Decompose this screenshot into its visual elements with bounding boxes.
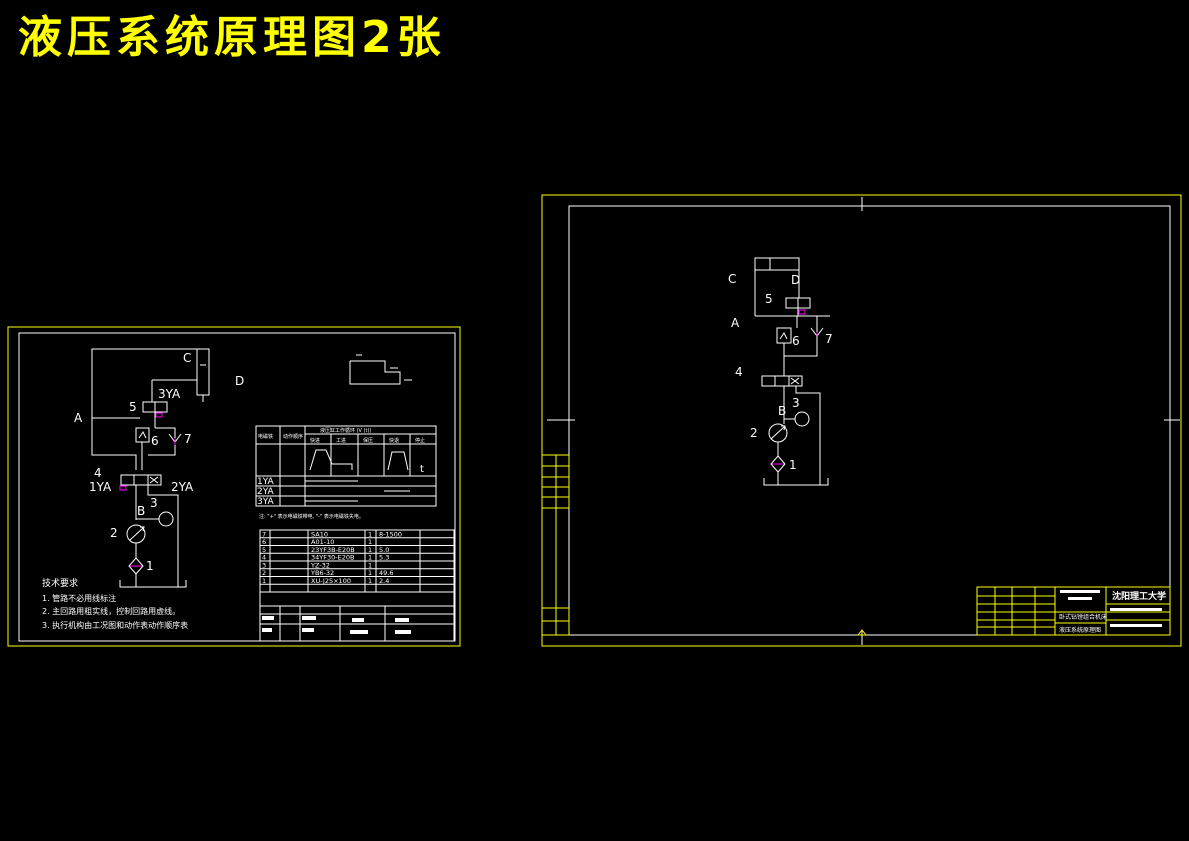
sheet-2-valve-6 (776, 327, 792, 344)
part-qty: 1 (368, 577, 372, 585)
sheet-2-machine: 卧式钻镗组合机床 (1059, 613, 1107, 621)
part-qty: 1 (368, 530, 372, 538)
sheet-1-label-b: B (137, 504, 145, 518)
cycle-table-header-cycle: 液压缸工作循环 (V (t)) (320, 427, 371, 434)
sheet-1-outer-frame (7, 326, 461, 647)
part-qty: 1 (368, 569, 372, 577)
part-no: 3 (262, 561, 266, 569)
cycle-phase: 快退 (389, 437, 399, 444)
note-item: 3. 执行机构由工况图和动作表动作顺序表 (42, 620, 188, 630)
sheet-1-label-2: 2 (110, 526, 118, 540)
sheet-1-valve-4 (120, 474, 162, 486)
sheet-2-label-2: 2 (750, 426, 758, 440)
part-no: 4 (262, 554, 266, 562)
sheet-1-label-d: D (235, 374, 244, 388)
part-spec: XU-J25×100 (311, 577, 351, 585)
sheet-2-valve-4 (761, 375, 803, 387)
part-no: 1 (262, 577, 266, 585)
sheet-2-label-c: C (728, 272, 736, 286)
cycle-table-header-seq: 动作顺序 (283, 433, 303, 440)
sheet-1-fixture-sketch (349, 354, 412, 385)
sheet-2-label-7: 7 (825, 332, 833, 346)
sheet-2-title-block: 沈阳理工大学 卧式钻镗组合机床 液压系统原理图 (976, 586, 1171, 636)
sheet-1-label-4: 4 (94, 466, 102, 480)
sheet-2-label-4: 4 (735, 365, 743, 379)
cycle-row-2ya: 2YA (257, 487, 275, 497)
sheet-2-label-3: 3 (792, 396, 800, 410)
part-spec: YZ-32 (310, 561, 330, 569)
sheet-1-label-5: 5 (129, 400, 137, 414)
cycle-phase: 保压 (363, 437, 373, 444)
sheet-1-label-1: 1 (146, 559, 154, 573)
sheet-2-inner-frame (568, 205, 1171, 636)
sheet-1: C D A B 1 2 3 4 5 6 7 1YA 2YA 3YA (7, 326, 461, 647)
sheet-2: C D A B 1 2 3 4 5 6 7 (541, 194, 1182, 647)
sheet-1-title-block (259, 591, 455, 642)
part-note: 5.3 (379, 554, 389, 562)
cycle-table-footnote: 注: "+" 表示电磁铁带电, "-" 表示电磁铁失电。 (259, 513, 364, 520)
sheet-2-drawing-name: 液压系统原理图 (1059, 626, 1101, 634)
part-no: 7 (262, 530, 266, 538)
sheet-1-label-7: 7 (184, 432, 192, 446)
sheet-2-left-strip (541, 454, 570, 636)
part-spec: A01-10 (311, 538, 334, 546)
cycle-table-header-magnet: 电磁铁 (258, 433, 273, 440)
part-note: 2.4 (379, 577, 389, 585)
sheet-2-label-a: A (731, 316, 740, 330)
sheet-2-label-d: D (791, 273, 800, 287)
cycle-phase: 工进 (336, 437, 346, 444)
cycle-time-axis: t (420, 464, 424, 475)
sheet-2-label-b: B (778, 404, 786, 418)
part-qty: 1 (368, 561, 372, 569)
sheet-1-label-2ya: 2YA (171, 480, 194, 494)
sheet-2-outer-frame (541, 194, 1182, 647)
part-spec: 34YF30-E20B (311, 554, 354, 562)
part-qty: 1 (368, 538, 372, 546)
part-note: 8-1500 (379, 530, 402, 538)
sheet-2-label-6: 6 (792, 334, 800, 348)
cycle-row-3ya: 3YA (257, 497, 275, 507)
page-title: 液压系统原理图2张 (18, 12, 446, 63)
sheet-1-pressure-gauge (158, 511, 174, 527)
sheet-1-parts-list: 7 SA10 1 8-1500 6 A01-10 1 5 23YF3B-E20B 1 5.0 4 34Y… (259, 529, 455, 593)
sheet-1-valve-6 (135, 427, 150, 443)
part-qty: 1 (368, 546, 372, 554)
part-no: 5 (262, 546, 266, 554)
sheet-1-label-3ya: 3YA (158, 387, 181, 401)
sheet-1-label-a: A (74, 411, 83, 425)
part-no: 6 (262, 538, 266, 546)
sheet-1-cylinder (196, 348, 210, 396)
part-no: 2 (262, 569, 266, 577)
part-spec: YB6-32 (310, 569, 334, 577)
cycle-row-1ya: 1YA (257, 477, 275, 487)
sheet-1-label-3: 3 (150, 496, 158, 510)
sheet-1-label-6: 6 (151, 434, 159, 448)
sheet-1-inner-frame (18, 332, 456, 642)
sheet-1-circuit (91, 348, 210, 588)
note-item: 1. 管路不必用线标注 (42, 593, 116, 603)
sheet-1-label-c: C (183, 351, 191, 365)
sheet-2-cylinder (754, 257, 800, 271)
cycle-phase: 停止 (415, 437, 425, 444)
part-note: 5.0 (379, 546, 389, 554)
sheet-1-notes: 技术要求 1. 管路不必用线标注 2. 主回路用粗实线，控制回路用虚线。 3. … (42, 577, 188, 630)
cycle-phase: 快进 (310, 437, 320, 444)
part-qty: 1 (368, 554, 372, 562)
notes-heading: 技术要求 (42, 577, 78, 589)
note-item: 2. 主回路用粗实线，控制回路用虚线。 (42, 606, 180, 616)
sheet-2-school: 沈阳理工大学 (1112, 590, 1166, 602)
sheet-2-pressure-gauge (794, 411, 810, 427)
sheet-1-cycle-table: 电磁铁 动作顺序 液压缸工作循环 (V (t)) 快进 工进 保压 快退 停止 … (255, 425, 437, 520)
sheet-1-label-1ya: 1YA (89, 480, 112, 494)
sheet-2-label-1: 1 (789, 458, 797, 472)
sheet-2-circuit (754, 257, 830, 486)
part-spec: SA10 (311, 530, 328, 538)
sheet-2-label-5: 5 (765, 292, 773, 306)
part-spec: 23YF3B-E20B (311, 546, 355, 554)
part-note: 49.6 (379, 569, 393, 577)
